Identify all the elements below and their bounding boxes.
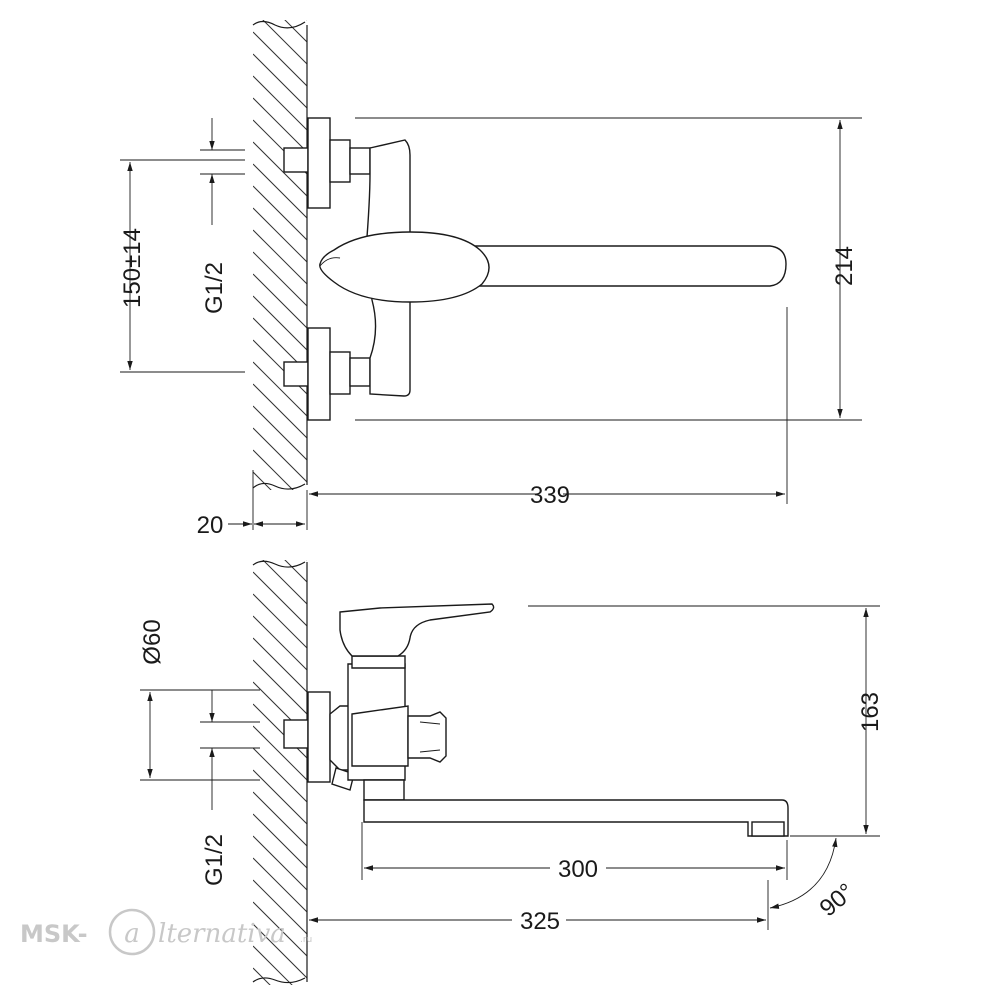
hatch-line [253,615,307,671]
hatch-line [253,593,307,649]
hatch-line [253,471,307,490]
hatch-line [253,405,307,461]
hatch-line [253,141,307,197]
hatch-line [253,207,307,263]
side-mixer-body [339,603,495,801]
hatch-line [253,185,307,241]
hatch-line [253,229,307,285]
dim-163: 163 [857,608,884,834]
hatch-line [253,273,307,329]
top-view: 214 150±14 G1/2 339 20 [119,20,862,548]
hatch-line [253,659,307,715]
hatch-line [253,747,307,803]
watermark-prefix: MSK- [20,920,88,948]
hatch-line [253,449,307,490]
hatch-line [253,967,307,985]
dim-angle: 90° [769,837,860,922]
wall-top [252,20,308,548]
dim-20-label: 20 [197,512,224,539]
hatch-line [253,295,307,351]
hatch-line [253,901,307,957]
hatch-line [253,769,307,825]
dim-20: 20 [197,512,305,539]
hatch-line [253,945,307,985]
dim-angle-label: 90° [815,878,860,922]
dim-163-label: 163 [857,692,884,732]
dim-diameter: Ø60 [139,619,166,778]
side-fitting [283,691,355,791]
watermark-script: lternativa [158,919,286,949]
hatch-line [253,163,307,219]
hatch-line [253,251,307,307]
hatch-line [253,75,307,131]
dim-g12-side: G1/2 [201,690,228,886]
top-upper-fitting [283,117,371,209]
hatch-line [253,383,307,439]
top-lower-fitting [283,327,371,421]
hatch-line [253,361,307,417]
hatch-line [253,427,307,483]
dim-300-label: 300 [558,856,598,883]
hatch-line [253,560,307,605]
hatch-line [253,923,307,979]
wall-hatching-bottom [253,560,307,1000]
hatch-line [253,494,307,548]
hatch-line [253,637,307,693]
dim-214-label: 214 [831,246,858,286]
dim-g12-top: G1/2 [201,118,228,314]
side-extension-lines [140,605,880,930]
hatch-line [253,813,307,869]
dim-150: 150±14 [119,162,146,370]
hatch-line [253,20,307,21]
hatch-line [253,725,307,781]
hatch-line [253,990,307,1000]
hatch-line [253,20,307,43]
hatch-line [253,703,307,759]
hatch-line [253,571,307,627]
dim-g12-top-label: G1/2 [201,262,228,314]
dim-diameter-label: Ø60 [139,619,166,664]
dim-300: 300 [364,856,785,883]
dim-150-label: 150±14 [119,228,146,308]
wall-hatching-top [253,20,307,548]
dim-339-label: 339 [530,482,570,509]
dim-214: 214 [831,120,858,418]
hatch-line [253,20,307,65]
hatch-line [253,835,307,891]
watermark-suffix: .ru [300,935,312,945]
at-logo-icon: a [108,908,156,956]
hatch-line [253,560,307,583]
svg-text:a: a [124,919,140,949]
hatch-line [253,857,307,913]
watermark: MSK- a lternativa .ru [20,908,312,956]
side-spout [363,799,789,837]
top-extension-lines [120,117,862,530]
hatch-line [253,31,307,87]
top-mixer-body [319,139,787,397]
dim-325-label: 325 [520,908,560,935]
dim-g12-side-label: G1/2 [201,834,228,886]
hatch-line [253,53,307,109]
hatch-line [253,560,307,561]
dim-339: 339 [309,482,785,509]
hatch-line [253,879,307,935]
dim-325: 325 [309,908,766,935]
hatch-line [253,791,307,847]
hatch-line [253,97,307,153]
